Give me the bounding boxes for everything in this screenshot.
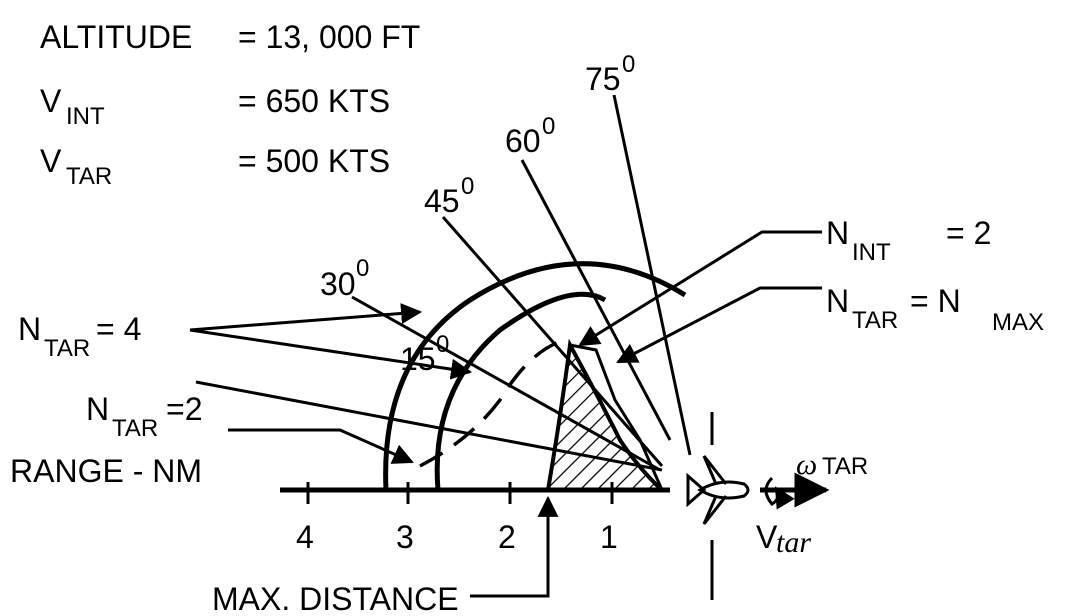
angle-45-label: 45 (424, 183, 460, 219)
ntar2-subscript: TAR (112, 415, 158, 442)
tick-label-4: 4 (296, 519, 314, 555)
vtar-value: = 500 KTS (238, 143, 390, 179)
ntar4-value: = 4 (96, 311, 141, 347)
nint-value: = 2 (946, 215, 991, 251)
ntar4-leader-inner (189, 328, 473, 380)
tick-label-2: 2 (498, 519, 516, 555)
nint-symbol: N (826, 215, 849, 251)
range-label: RANGE - NM (10, 453, 202, 489)
nint-leader-arrow (578, 230, 822, 347)
angle-30-degree: 0 (356, 255, 369, 282)
angle-45-degree: 0 (461, 173, 474, 200)
ntarmax-subscript: TAR (852, 307, 898, 334)
ntar2-value: =2 (166, 391, 202, 427)
angle-75-degree: 0 (622, 51, 635, 78)
angle-30-line (351, 295, 661, 472)
altitude-label: ALTITUDE (40, 19, 192, 55)
angle-15-degree: 0 (436, 331, 449, 358)
ntar4-subscript: TAR (44, 335, 90, 362)
ntarmax-leader-arrow (616, 286, 822, 364)
ntar-max-boundary (569, 343, 664, 491)
angle-60-label: 60 (505, 123, 541, 159)
omega-symbol: ω (796, 448, 817, 481)
inner-boundary-arc (434, 291, 607, 491)
ntar2-dashed-curve (419, 338, 566, 468)
angle-15-label: 15 (400, 341, 436, 377)
angle-30-label: 30 (320, 266, 356, 302)
angle-15-line (195, 380, 663, 472)
ntarmax-subscript-max: MAX (992, 309, 1044, 336)
ntar2-leader-arrow (228, 428, 414, 464)
vint-subscript: INT (66, 103, 105, 130)
omega-rotation-arrow (764, 476, 795, 510)
vint-symbol: V (40, 83, 62, 119)
omega-subscript: TAR (822, 453, 868, 480)
vtar-axis-symbol: V (756, 519, 778, 555)
ntar4-leader-outer (189, 303, 423, 332)
ntarmax-symbol: N (826, 283, 849, 319)
angle-75-line (612, 94, 692, 456)
tick-label-3: 3 (396, 519, 414, 555)
ntarmax-equals: = N (910, 283, 961, 319)
vtar-symbol: V (40, 143, 62, 179)
vtar-axis-subscript: tar (776, 526, 811, 559)
target-aircraft-icon (686, 455, 750, 525)
angle-60-line (520, 159, 672, 441)
ntar4-symbol: N (18, 311, 41, 347)
angle-60-degree: 0 (542, 113, 555, 140)
outer-boundary-arc (383, 261, 687, 491)
angle-45-line (441, 216, 664, 467)
nint-subscript: INT (852, 239, 891, 266)
angle-75-label: 75 (585, 61, 621, 97)
max-distance-arrow (470, 495, 559, 598)
max-distance-label: MAX. DISTANCE (212, 581, 459, 616)
tick-label-1: 1 (600, 519, 618, 555)
altitude-value: = 13, 000 FT (238, 19, 420, 55)
ntar2-symbol: N (86, 391, 109, 427)
vtar-subscript: TAR (66, 163, 112, 190)
vint-value: = 650 KTS (238, 83, 390, 119)
